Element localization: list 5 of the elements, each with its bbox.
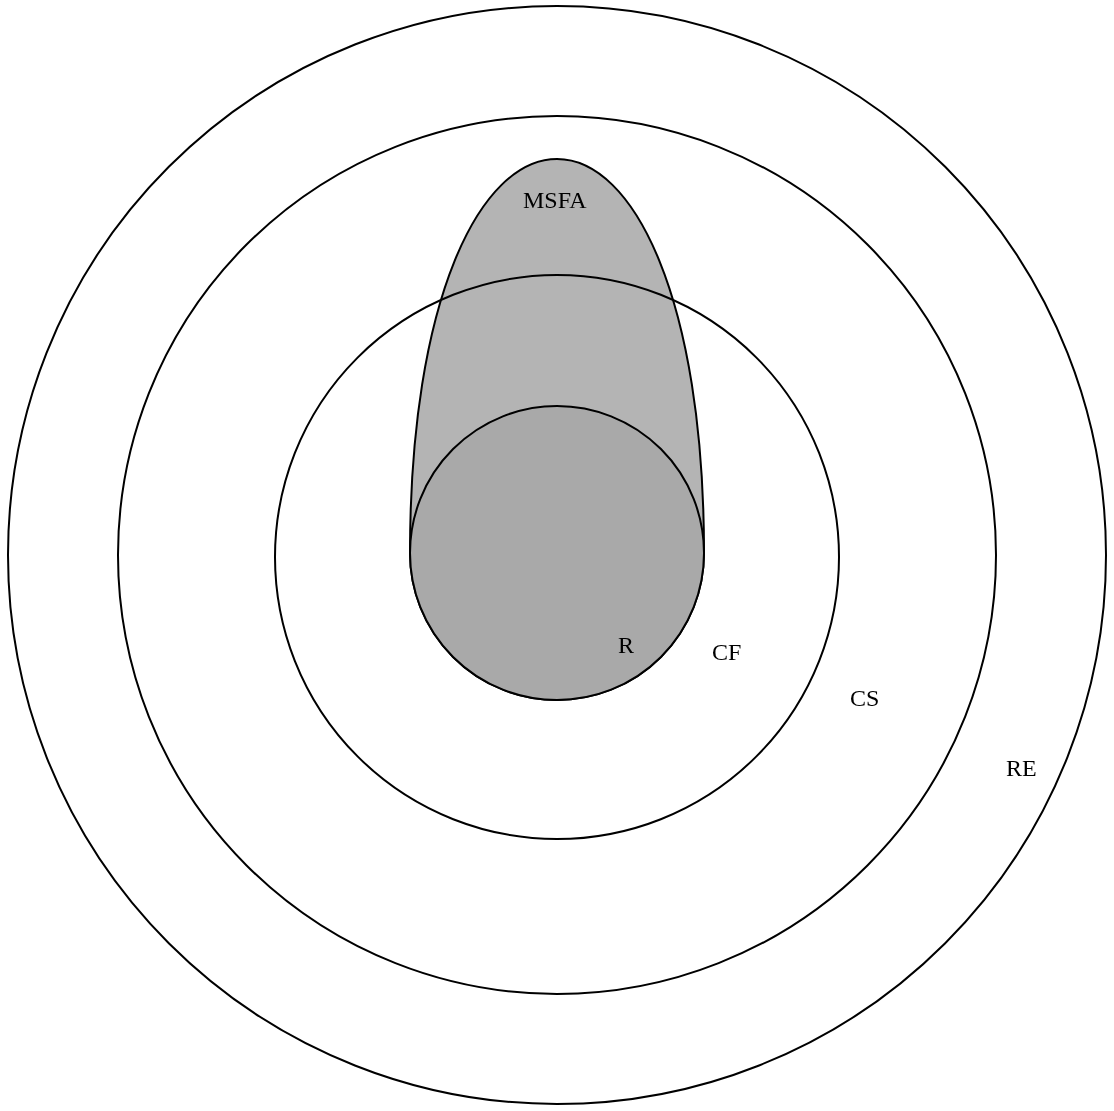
region-label: CF <box>712 640 742 664</box>
region-label: RE <box>1006 756 1037 780</box>
region-label: MSFA <box>523 188 587 212</box>
region-label: R <box>618 633 634 657</box>
region-label: CS <box>850 686 880 710</box>
